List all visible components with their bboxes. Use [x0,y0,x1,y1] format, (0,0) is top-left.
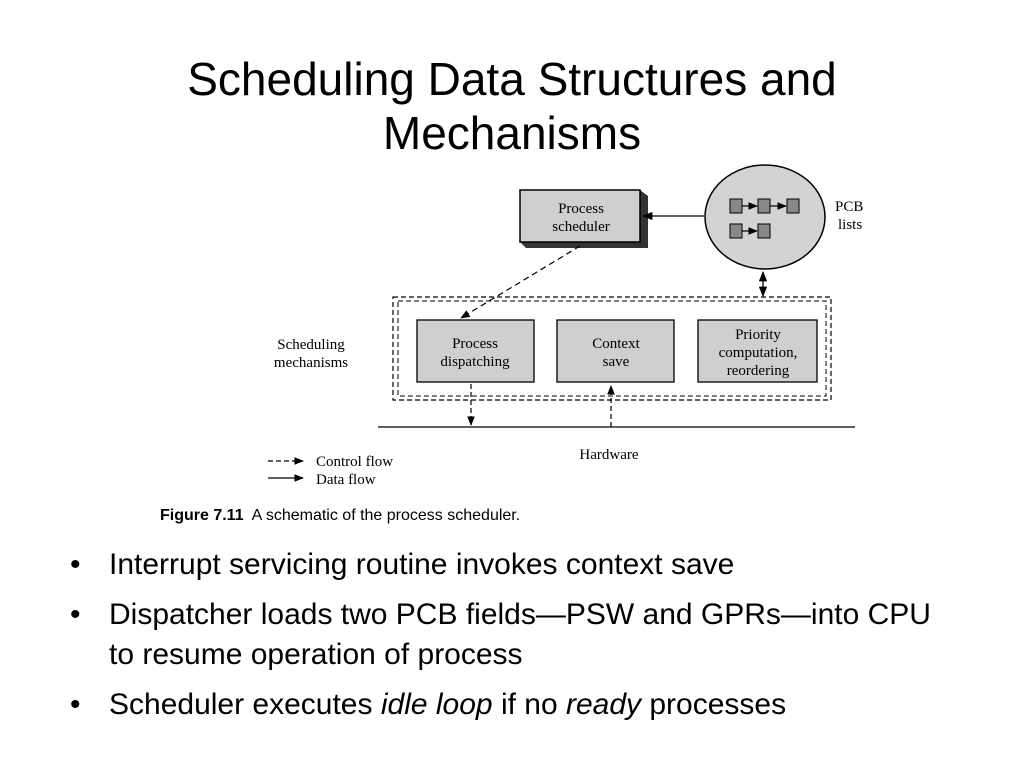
bullet-text-2: Dispatcher loads two PCB fields—PSW and … [109,598,931,671]
context-save-box: Context save [556,319,675,383]
bullet-item: Dispatcher loads two PCB fields—PSW and … [60,595,960,675]
bullet-item: Scheduler executes idle loop if no ready… [60,685,960,725]
bullet-text-3-pre: Scheduler executes [109,688,381,721]
process-scheduler-box: Process scheduler [519,189,648,248]
scheduling-mechanisms-label-2: mechanisms [274,355,348,371]
pcb-node [786,198,800,214]
legend-data-flow: Data flow [316,472,376,488]
legend: Control flow Data flow [268,454,393,488]
scheduler-diagram: Process scheduler PCB lists Scheduling m… [268,164,863,488]
hardware-label: Hardware [579,447,638,463]
pcb-node [757,223,771,239]
bullet-item: Interrupt servicing routine invokes cont… [60,545,960,585]
title-line-2: Mechanisms [382,107,642,159]
priority-label-2: computation, [719,345,798,361]
bullet-list: Interrupt servicing routine invokes cont… [60,545,960,735]
priority-computation-box: Priority computation, reordering [697,319,818,383]
caption-label: Figure 7.11 [160,507,244,524]
figure-caption: Figure 7.11 A schematic of the process sc… [160,507,520,525]
pcb-node [757,198,771,214]
process-scheduler-label-2: scheduler [552,219,609,235]
scheduler-to-dispatch-arrow [460,245,581,319]
pcb-lists-circle [704,164,826,270]
context-save-label-2: save [603,354,630,370]
legend-control-flow: Control flow [316,454,393,470]
bullet-text-1: Interrupt servicing routine invokes cont… [109,548,735,581]
scheduling-mechanisms-container [392,296,832,401]
bullet-text-3-mid: if no [492,688,566,721]
bullet-text-3-post: processes [641,688,787,721]
pcb-lists-label-1: PCB [835,199,863,215]
idle-loop-term: idle loop [380,688,493,721]
slide-title: Scheduling Data Structures and Mechanism… [0,52,1024,160]
ready-term: ready [565,688,642,721]
priority-label-1: Priority [735,327,781,343]
context-save-label-1: Context [592,336,640,352]
priority-label-3: reordering [727,363,790,379]
process-dispatching-label-2: dispatching [440,354,510,370]
process-dispatching-box: Process dispatching [416,319,535,383]
title-line-1: Scheduling Data Structures and [187,53,837,105]
pcb-node [729,223,743,239]
process-scheduler-label-1: Process [558,201,604,217]
pcb-lists-label-2: lists [838,217,862,233]
scheduling-mechanisms-label-1: Scheduling [277,337,345,353]
caption-text: A schematic of the process scheduler. [251,507,521,524]
pcb-node [729,198,743,214]
process-dispatching-label-1: Process [452,336,498,352]
